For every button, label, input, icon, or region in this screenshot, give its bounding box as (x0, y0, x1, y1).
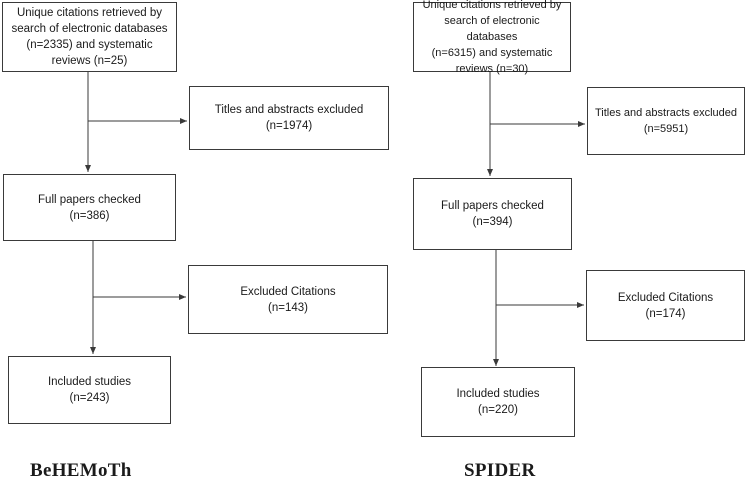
left-excluded-citations-box: Excluded Citations (n=143) (188, 265, 388, 334)
right-retrieved-line-2: search of electronic databases (444, 15, 540, 43)
left-excluded-citations-count: (n=143) (268, 301, 308, 314)
left-full-papers-box: Full papers checked (n=386) (3, 174, 176, 241)
left-retrieved-line-4: reviews (n=25) (51, 55, 128, 67)
right-excluded-citations-label: Excluded Citations (617, 291, 714, 304)
right-excluded-abstracts-box: Titles and abstracts excluded (n=5951) (587, 87, 745, 155)
left-excluded-citations-label: Excluded Citations (240, 285, 336, 298)
left-excluded-abstracts-box: Titles and abstracts excluded (n=1974) (189, 86, 389, 150)
right-full-papers-label: Full papers checked (441, 200, 544, 212)
right-retrieved-line-4: reviews (n=30) (455, 63, 529, 75)
right-excluded-abstracts-count: (n=5951) (643, 123, 689, 135)
left-retrieved-box: Unique citations retrieved by search of … (2, 2, 177, 72)
left-retrieved-line-2: search of electronic databases (11, 23, 168, 35)
left-full-papers-count: (n=386) (69, 209, 110, 222)
right-excluded-citations-count: (n=174) (645, 307, 686, 320)
right-excluded-citations-box: Excluded Citations (n=174) (586, 270, 745, 341)
left-excluded-abstracts-label: Titles and abstracts excluded (214, 104, 364, 116)
right-retrieved-line-3: (n=6315) and systematic (431, 47, 553, 59)
left-included-label: Included studies (47, 376, 132, 388)
left-included-box: Included studies (n=243) (8, 356, 171, 424)
left-retrieved-line-3: (n=2335) and systematic (26, 39, 153, 51)
right-title: SPIDER (464, 460, 536, 481)
left-title: BeHEMoTh (30, 460, 132, 481)
right-full-papers-box: Full papers checked (n=394) (413, 178, 572, 250)
left-excluded-abstracts-count: (n=1974) (265, 120, 313, 132)
right-excluded-abstracts-label: Titles and abstracts excluded (594, 107, 738, 119)
right-full-papers-count: (n=394) (472, 216, 513, 228)
left-retrieved-line-1: Unique citations retrieved by (16, 7, 163, 19)
right-retrieved-line-1: Unique citations retrieved by (422, 0, 562, 11)
right-included-count: (n=220) (478, 404, 518, 416)
left-full-papers-label: Full papers checked (38, 193, 141, 206)
right-included-label: Included studies (456, 388, 540, 400)
right-retrieved-box: Unique citations retrieved by search of … (413, 0, 571, 75)
right-included-box: Included studies (n=220) (421, 367, 575, 437)
left-included-count: (n=243) (69, 392, 110, 404)
